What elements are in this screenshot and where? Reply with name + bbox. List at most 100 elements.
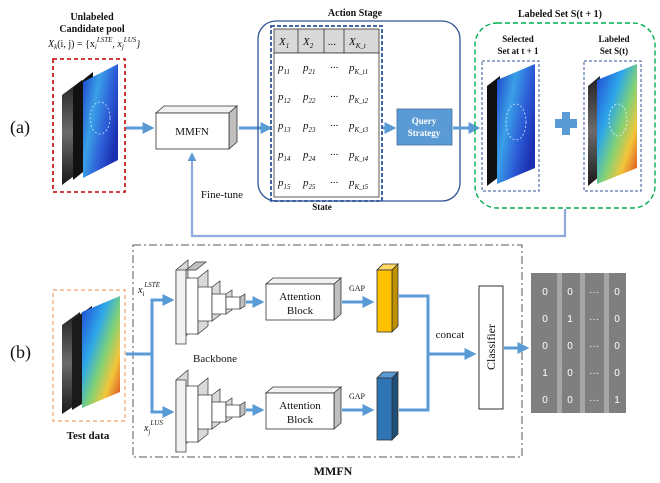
output-matrix-columns <box>557 273 609 413</box>
svg-text:pK_t2: pK_t2 <box>348 91 369 105</box>
svg-text:p23: p23 <box>302 120 316 134</box>
state-table-header-bg <box>273 28 380 54</box>
input-lste-label: xiLSTE <box>137 281 161 298</box>
svg-text:···: ··· <box>330 177 339 189</box>
svg-text:p11: p11 <box>277 62 290 76</box>
svg-text:0: 0 <box>567 287 573 298</box>
svg-text:···: ··· <box>589 341 599 352</box>
attention-block-bottom <box>264 386 343 430</box>
state-row-3: p13 p23 ··· pK_t3 <box>277 120 369 134</box>
attention-block-top <box>264 277 343 321</box>
test-data-images <box>62 296 120 414</box>
svg-text:0: 0 <box>614 314 620 325</box>
selected-set-label-line2: Set at t + 1 <box>497 46 539 56</box>
svg-text:0: 0 <box>567 395 573 406</box>
svg-text:p15: p15 <box>277 177 291 191</box>
svg-text:p25: p25 <box>302 177 316 191</box>
state-row-1: p11 p21 ··· pK_t1 <box>277 62 368 76</box>
state-row-2: p12 p22 ··· pK_t2 <box>277 91 369 105</box>
finetune-label: Fine-tune <box>201 189 243 201</box>
svg-text:···: ··· <box>589 287 599 298</box>
svg-text:1: 1 <box>614 395 620 406</box>
svg-text:X1: X1 <box>278 36 289 50</box>
candidate-pool-box <box>52 58 126 193</box>
concat-arrows <box>399 294 477 412</box>
query-strategy-label-line1: Query <box>412 116 437 126</box>
state-label: State <box>312 202 332 212</box>
selected-set-box <box>481 60 540 192</box>
labeled-set-title: Labeled Set S(t + 1) <box>518 9 602 20</box>
panel-a-label: (a) <box>10 117 30 138</box>
labeled-set-st-label-line2: Set S(t) <box>600 46 628 56</box>
svg-text:pK_t3: pK_t3 <box>348 120 369 134</box>
svg-text:···: ··· <box>330 149 339 161</box>
svg-text:0: 0 <box>542 395 548 406</box>
backbone-top <box>175 259 246 345</box>
svg-text:1: 1 <box>567 314 573 325</box>
svg-text:1: 1 <box>542 368 548 379</box>
mmfn-region-label: MMFN <box>314 464 353 478</box>
output-matrix-bg <box>531 273 626 413</box>
query-strategy-label-line2: Strategy <box>408 128 441 138</box>
attention-top-label-line1: Attention <box>279 291 321 303</box>
svg-text:···: ··· <box>330 91 339 103</box>
panel-b-label: (b) <box>10 342 31 363</box>
svg-text:pK_t1: pK_t1 <box>348 62 368 76</box>
labeled-set-st-box <box>583 60 642 192</box>
state-row-4: p14 p24 ··· pK_t4 <box>277 149 369 163</box>
finetune-feedback-line <box>187 152 567 238</box>
action-stage-title: Action Stage <box>328 8 383 19</box>
svg-text:XK_t: XK_t <box>348 36 367 50</box>
svg-text:···: ··· <box>589 395 599 406</box>
svg-text:···: ··· <box>589 368 599 379</box>
svg-text:···: ··· <box>330 62 339 74</box>
svg-text:0: 0 <box>614 287 620 298</box>
svg-text:0: 0 <box>542 341 548 352</box>
svg-text:pK_t5: pK_t5 <box>348 177 369 191</box>
svg-text:0: 0 <box>614 368 620 379</box>
candidate-pool-title-line2: Candidate pool <box>59 24 125 35</box>
backbone-label: Backbone <box>193 353 237 365</box>
svg-text:p13: p13 <box>277 120 291 134</box>
svg-text:···: ··· <box>330 120 339 132</box>
concat-label: concat <box>436 329 465 341</box>
test-data-box <box>52 289 126 422</box>
svg-text:p14: p14 <box>277 149 291 163</box>
svg-text:...: ... <box>328 36 336 48</box>
svg-text:0: 0 <box>614 341 620 352</box>
selected-set-label-line1: Selected <box>502 34 534 44</box>
labeled-set-box <box>474 22 656 209</box>
state-table-rows: p11 p21 ··· pK_t1 p12 p22 ··· pK_t2 p13 … <box>277 62 369 191</box>
svg-text:p22: p22 <box>302 91 316 105</box>
state-table-grid <box>297 29 345 53</box>
labeled-set-st-images <box>588 64 637 186</box>
test-data-label: Test data <box>67 430 110 442</box>
svg-text:pK_t4: pK_t4 <box>348 149 369 163</box>
svg-text:p24: p24 <box>302 149 316 163</box>
attention-bottom-label-line2: Block <box>287 414 314 426</box>
mmfn-region-box <box>132 244 523 458</box>
svg-text:···: ··· <box>589 314 599 325</box>
candidate-pool-title-line1: Unlabeled <box>70 12 114 23</box>
gap-label-top: GAP <box>349 284 366 293</box>
labeled-set-st-label-line1: Labeled <box>598 34 629 44</box>
classifier-label: Classifier <box>484 324 498 370</box>
gap-vector-top <box>376 263 399 333</box>
input-split-arrows <box>126 294 175 418</box>
output-matrix-cells: 0 0 ··· 0 0 1 ··· 0 0 0 ··· 0 1 0 ··· 0 … <box>542 287 620 406</box>
svg-text:p21: p21 <box>302 62 316 76</box>
attention-top-label-line2: Block <box>287 305 314 317</box>
selected-set-images <box>487 64 535 186</box>
plus-icon <box>555 112 577 135</box>
classifier-box <box>478 285 504 410</box>
gap-label-bottom: GAP <box>349 392 366 401</box>
query-strategy-box <box>396 108 453 146</box>
svg-text:0: 0 <box>567 341 573 352</box>
mmfn-block-a <box>154 105 239 150</box>
mmfn-label-a: MMFN <box>175 126 209 138</box>
state-table-body <box>273 52 380 198</box>
svg-text:0: 0 <box>542 287 548 298</box>
backbone-bottom <box>175 369 246 453</box>
svg-text:0: 0 <box>567 368 573 379</box>
